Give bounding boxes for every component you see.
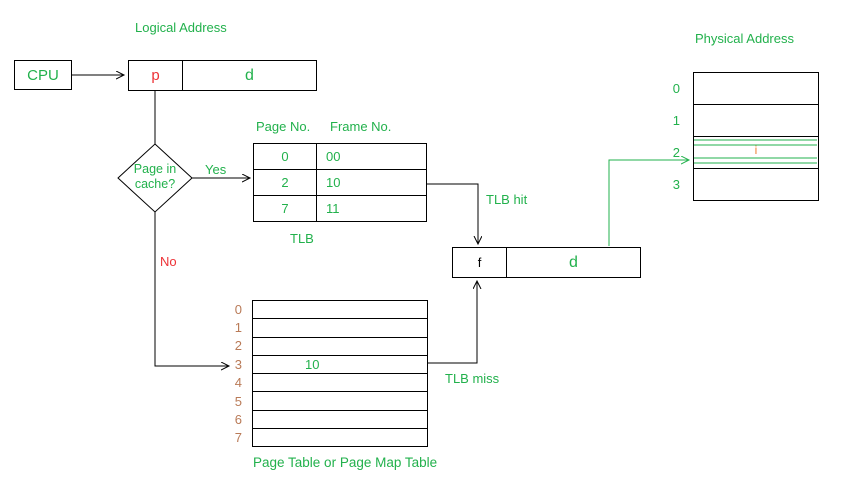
- physical-row-label: 0: [672, 80, 680, 96]
- tlb-frame-cell: 10: [326, 175, 341, 190]
- physical-frame-row-highlighted: i: [694, 137, 818, 169]
- tlb-miss-arrow: [428, 281, 477, 364]
- page-table-row: [253, 429, 427, 446]
- physical-row-labels: 0 1 2 3: [660, 72, 680, 201]
- tlb-frame-cell: 11: [326, 201, 340, 216]
- tlb-frame-no-header: Frame No.: [330, 119, 392, 134]
- page-table-row-label: 3: [234, 356, 242, 372]
- page-table-caption: Page Table or Page Map Table: [253, 455, 438, 470]
- physical-address-fd-box: f d: [452, 247, 641, 278]
- page-table-row: [253, 392, 427, 411]
- page-table-row-label: 7: [234, 430, 242, 446]
- physical-row-label: 2: [672, 145, 680, 161]
- tlb-row: 2 10: [254, 170, 426, 196]
- physical-frame-row: [694, 73, 818, 105]
- cpu-label: CPU: [27, 66, 59, 84]
- frame-number-cell: f: [453, 248, 507, 277]
- tlb-page-cell: 2: [254, 170, 317, 195]
- page-table-row: [253, 319, 427, 338]
- decision-no-arrow: [154, 212, 229, 366]
- page-table-row-label: 4: [234, 375, 242, 391]
- tlb-page-cell: 0: [254, 144, 317, 169]
- tlb-row: 7 11: [254, 196, 426, 221]
- page-table-row: [253, 411, 427, 429]
- physical-row-label: 1: [672, 112, 680, 128]
- page-table-row-label: 5: [234, 393, 242, 409]
- page-table-entry-value: 10: [305, 356, 320, 372]
- tlb-miss-label: TLB miss: [445, 371, 500, 386]
- logical-address-title: Logical Address: [135, 20, 227, 35]
- tlb-table: 0 00 2 10 7 11: [253, 143, 427, 222]
- page-number-cell: p: [129, 61, 183, 90]
- tlb-frame-cell: 00: [326, 149, 341, 164]
- page-table-row: [253, 338, 427, 356]
- tlb-page-cell: 7: [254, 196, 317, 221]
- physical-memory-table: i: [693, 72, 819, 201]
- physical-row-label: 3: [672, 177, 680, 193]
- decision-line2: cache?: [134, 177, 176, 191]
- yes-label: Yes: [205, 162, 227, 177]
- frame-marker: i: [754, 143, 758, 157]
- logical-address-box: p d: [128, 60, 317, 91]
- page-table-entry-row: 10: [253, 356, 427, 374]
- page-table-row: [253, 374, 427, 393]
- physical-frame-row: [694, 105, 818, 137]
- page-table-row-labels: 0 1 2 3 4 5 6 7: [222, 300, 242, 447]
- decision-diamond-label: Page in cache?: [117, 162, 193, 192]
- page-table-row-label: 6: [234, 411, 242, 427]
- offset-cell: d: [245, 66, 254, 84]
- page-table-row-label: 2: [234, 338, 242, 354]
- tlb-caption: TLB: [290, 231, 314, 246]
- no-label: No: [160, 254, 177, 269]
- tlb-page-no-header: Page No.: [256, 119, 311, 134]
- physical-frame-row: [694, 169, 818, 200]
- tlb-hit-arrow: [427, 183, 478, 244]
- page-table-row-label: 1: [234, 320, 242, 336]
- decision-line1: Page in: [133, 162, 177, 176]
- tlb-hit-label: TLB hit: [486, 192, 528, 207]
- tlb-row: 0 00: [254, 144, 426, 170]
- page-table-row-label: 0: [234, 301, 242, 317]
- page-table-row: [253, 301, 427, 320]
- cpu-box: CPU: [14, 60, 72, 90]
- offset-cell-2: d: [569, 253, 578, 271]
- physical-address-title: Physical Address: [695, 31, 794, 46]
- page-table: 10: [252, 300, 428, 447]
